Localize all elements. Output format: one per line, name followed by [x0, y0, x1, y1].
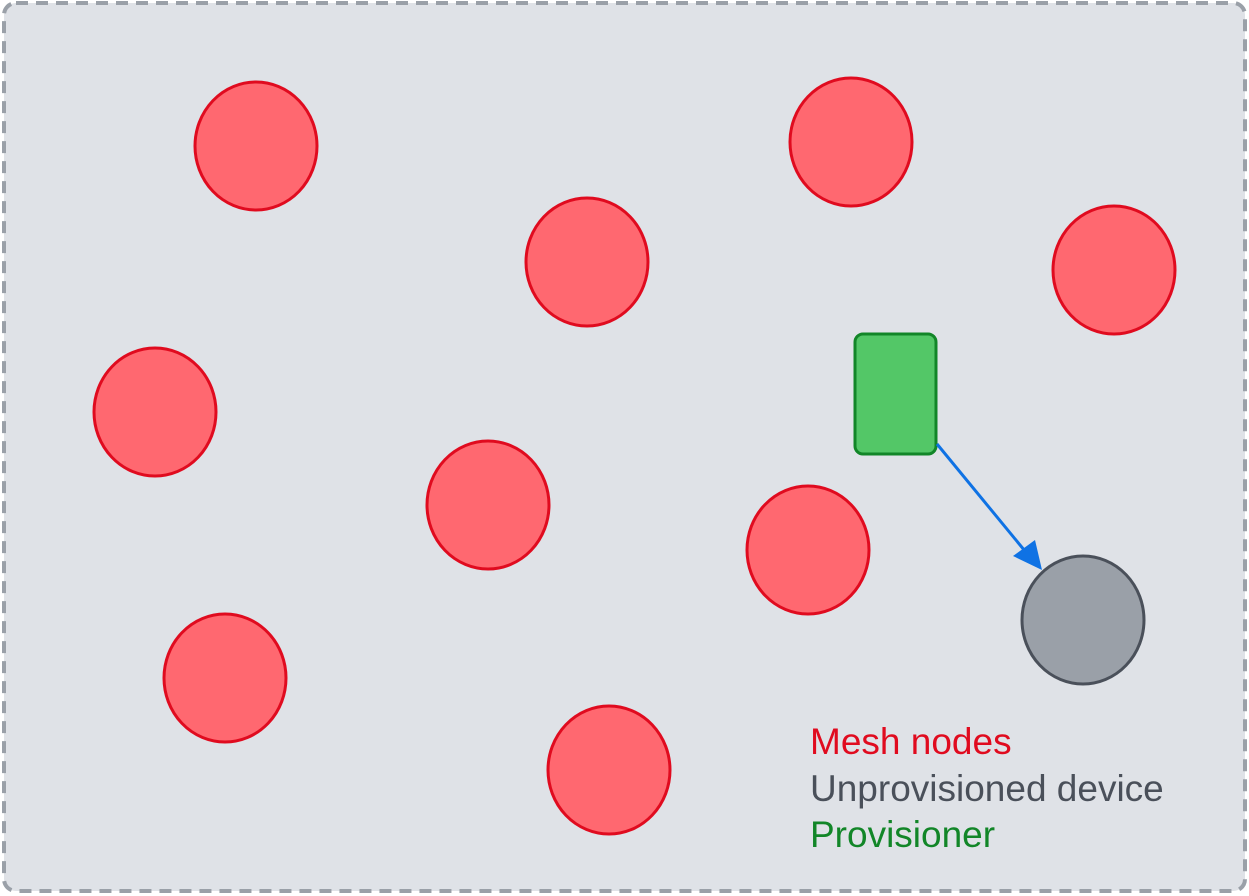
- unprovisioned-device: [1020, 554, 1146, 686]
- provisioner-device: [853, 332, 938, 456]
- mesh-node: [193, 80, 319, 212]
- arrowhead-icon: [1013, 540, 1042, 570]
- mesh-node: [745, 484, 871, 616]
- legend: Mesh nodes Unprovisioned device Provisio…: [810, 719, 1164, 859]
- mesh-node: [425, 439, 551, 571]
- mesh-node: [788, 76, 914, 208]
- mesh-node: [92, 346, 218, 478]
- mesh-node: [524, 196, 650, 328]
- mesh-node: [162, 612, 288, 744]
- legend-unprovisioned-device: Unprovisioned device: [810, 767, 1164, 809]
- mesh-nodes: [92, 76, 1177, 836]
- mesh-node: [546, 704, 672, 836]
- provisioning-arrow: [935, 443, 1036, 564]
- mesh-node: [1051, 204, 1177, 336]
- legend-mesh-nodes: Mesh nodes: [810, 721, 1012, 762]
- legend-provisioner: Provisioner: [810, 814, 996, 855]
